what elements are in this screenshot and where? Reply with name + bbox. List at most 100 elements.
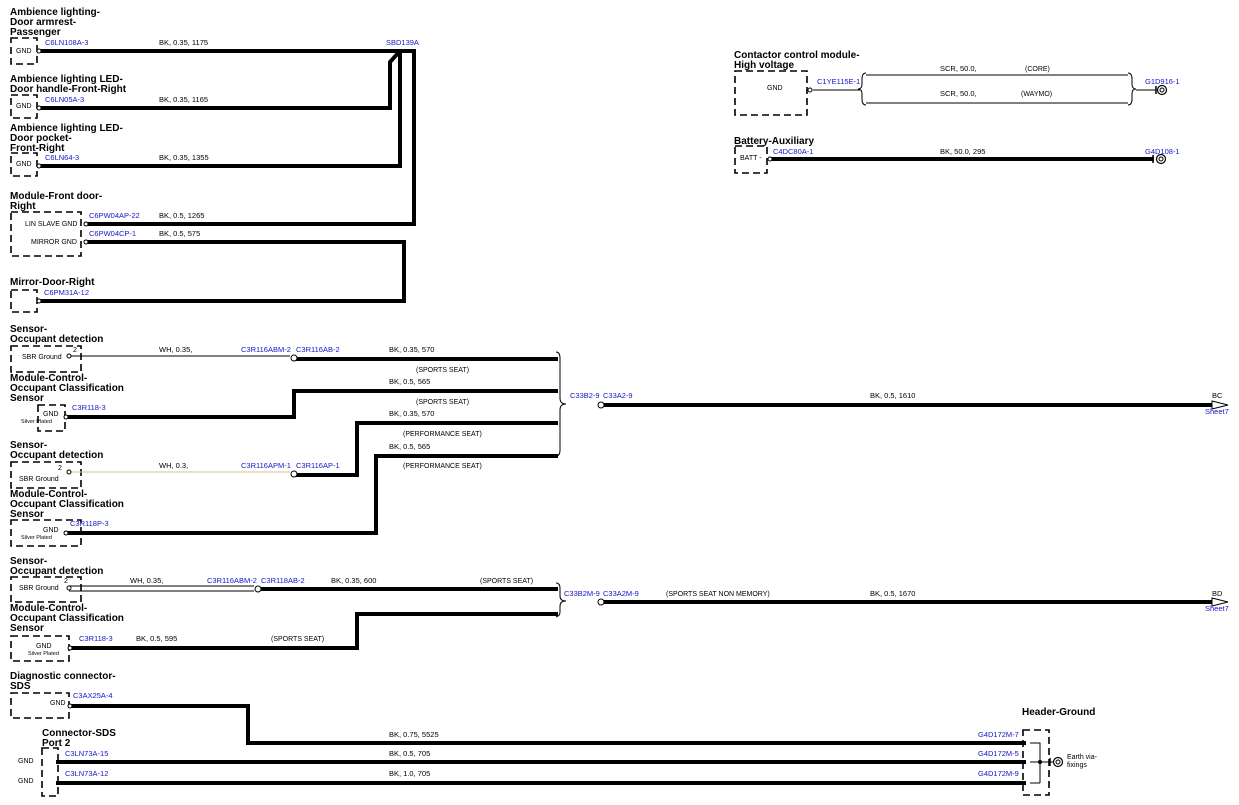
conn-c33b2m[interactable]: C33B2M-9 xyxy=(564,589,600,598)
term-19 xyxy=(807,87,813,93)
pin-2-b: 2 xyxy=(58,465,62,472)
wires-thin xyxy=(69,74,1156,784)
title-header-ground: Header-Ground xyxy=(1022,707,1095,718)
wire-label-705a: BK, 0.5, 705 xyxy=(389,749,430,758)
conn-c3ln73a12[interactable]: C3LN73A-12 xyxy=(65,769,108,778)
conn-c3ax25a[interactable]: C3AX25A-4 xyxy=(73,691,113,700)
conn-g4d172m9[interactable]: G4D172M-9 xyxy=(978,769,1019,778)
conn-c33a2[interactable]: C33A2-9 xyxy=(603,391,633,400)
conn-c6pw04ap[interactable]: C6PW04AP-22 xyxy=(89,211,140,220)
title-connector-sds: Connector-SDS Port 2 xyxy=(42,728,119,749)
pin-gnd-2: GND xyxy=(16,103,32,110)
wire-565b xyxy=(64,454,558,535)
box-sensor-occ-3 xyxy=(10,576,82,603)
conn-c3r116apm1[interactable]: C3R116APM-1 xyxy=(241,461,291,470)
wire-mirror xyxy=(37,240,406,303)
pin-gnd-3: GND xyxy=(16,161,32,168)
wires-thick xyxy=(37,49,1214,785)
brace-contactor-right xyxy=(1127,72,1137,106)
braces xyxy=(555,72,1137,618)
wire-595 xyxy=(68,612,558,650)
box-battery-aux xyxy=(734,145,768,174)
conn-g4d108[interactable]: G4D108-1 xyxy=(1145,147,1180,156)
box-contactor xyxy=(734,70,808,116)
conn-sbd139a[interactable]: SBD139A xyxy=(386,38,419,47)
conn-c3r118-2[interactable]: C3R118-3 xyxy=(79,634,113,643)
term-10 xyxy=(66,469,72,475)
title-sensor-occ-3: Sensor- Occupant detection xyxy=(10,556,103,577)
wire-label-575: BK, 0.5, 575 xyxy=(159,229,200,238)
term-1 xyxy=(36,48,42,54)
wire-ground-join xyxy=(1030,742,1056,784)
note-sports-1: (SPORTS SEAT) xyxy=(416,367,469,374)
wire-labels: BK, 0.35, 1175 BK, 0.35, 1165 BK, 0.35, … xyxy=(130,38,985,778)
term-2 xyxy=(36,105,42,111)
pin-2-a: 2 xyxy=(73,347,77,354)
conn-c4dc80a[interactable]: C4DC80A-1 xyxy=(773,147,813,156)
conn-c1ye115e[interactable]: C1YE115E-1 xyxy=(817,77,860,86)
note-sports-2: (SPORTS SEAT) xyxy=(416,399,469,406)
title-amb-door-armrest: Ambience lighting- Door armrest- Passeng… xyxy=(10,7,103,38)
conn-bd[interactable]: BD xyxy=(1212,589,1223,598)
pin-gnd-contactor: GND xyxy=(767,85,783,92)
wire-5525 xyxy=(68,704,1026,745)
pin-sbr-ground-2: SBR Ground xyxy=(19,476,59,483)
conn-sheet-bd[interactable]: Sheet7 xyxy=(1205,604,1229,613)
conn-g1d916[interactable]: G1D916-1 xyxy=(1145,77,1180,86)
conn-c3r118ab2[interactable]: C3R118AB-2 xyxy=(261,576,305,585)
brace-group-1 xyxy=(555,351,567,457)
conn-c6pm31a[interactable]: C6PM31A-12 xyxy=(44,288,89,297)
term-6 xyxy=(36,298,42,304)
conn-c3r118-1[interactable]: C3R118-3 xyxy=(72,403,106,412)
wire-label-1175: BK, 0.35, 1175 xyxy=(159,38,208,47)
conn-sheet-bc[interactable]: Sheet7 xyxy=(1205,407,1229,416)
term-4 xyxy=(83,221,89,227)
title-amb-door-handle: Ambience lighting LED- Door handle-Front… xyxy=(10,74,127,95)
conn-g4d172m5[interactable]: G4D172M-5 xyxy=(978,749,1019,758)
title-mirror-door: Mirror-Door-Right xyxy=(10,277,95,288)
pin-gnd-7: GND xyxy=(50,700,66,707)
term-18 xyxy=(67,703,73,709)
term-5 xyxy=(83,239,89,245)
wire-label-570a: BK, 0.35, 570 xyxy=(389,345,434,354)
term-12 xyxy=(63,530,69,536)
pin-sbr-ground-1: SBR Ground xyxy=(22,354,62,361)
arrow-right-icon xyxy=(1211,597,1229,607)
wire-label-scr1: SCR, 50.0, xyxy=(940,64,977,73)
conn-g4d172m7[interactable]: G4D172M-7 xyxy=(978,730,1019,739)
pin-gnd-4: GND xyxy=(43,411,59,418)
conn-c3r116abm2-b[interactable]: C3R116ABM-2 xyxy=(207,576,257,585)
wire-label-1265: BK, 0.5, 1265 xyxy=(159,211,204,220)
term-7 xyxy=(66,353,72,359)
conn-c6pw04cp[interactable]: C6PW04CP-1 xyxy=(89,229,136,238)
conn-c3r116ap1[interactable]: C3R116AP-1 xyxy=(296,461,340,470)
wire-label-1165: BK, 0.35, 1165 xyxy=(159,95,208,104)
earth-label: Earth via- fixings xyxy=(1067,754,1099,769)
connector-labels: C6LN108A-3 SBD139A C6LN05A-3 C6LN64-3 C6… xyxy=(44,38,1229,778)
conn-c3r118p[interactable]: C3R118P-3 xyxy=(70,519,109,528)
pin-sbr-ground-3: SBR Ground xyxy=(19,585,59,592)
title-module-occ-2: Module-Control- Occupant Classification … xyxy=(10,489,127,520)
conn-c6ln108a[interactable]: C6LN108A-3 xyxy=(45,38,88,47)
pin-mirror-gnd: MIRROR GND xyxy=(31,239,77,246)
conn-c3ln73a15[interactable]: C3LN73A-15 xyxy=(65,749,108,758)
conn-bc[interactable]: BC xyxy=(1212,391,1223,400)
conn-c3r116abm2[interactable]: C3R116ABM-2 xyxy=(241,345,291,354)
title-battery-aux: Battery-Auxiliary xyxy=(734,136,814,147)
conn-c3r116ab2[interactable]: C3R116AB-2 xyxy=(296,345,340,354)
arrow-right-icon xyxy=(1211,400,1229,410)
note-waymo: (WAYMO) xyxy=(1021,91,1052,98)
wire-label-wh035: WH, 0.35, xyxy=(159,345,192,354)
pin-gnd-8: GND xyxy=(18,758,34,765)
pin-gnd-5: GND xyxy=(43,527,59,534)
wire-570b xyxy=(296,421,558,477)
pin-gnd-6: GND xyxy=(36,643,52,650)
wire-565a xyxy=(64,389,558,419)
pin-lin-slave-gnd: LIN SLAVE GND xyxy=(25,221,77,228)
conn-c6ln64[interactable]: C6LN64-3 xyxy=(45,153,79,162)
conn-c6ln05a[interactable]: C6LN05A-3 xyxy=(45,95,84,104)
term-8 xyxy=(290,354,298,362)
conn-c33a2m[interactable]: C33A2M-9 xyxy=(603,589,639,598)
conn-c33b2[interactable]: C33B2-9 xyxy=(570,391,600,400)
